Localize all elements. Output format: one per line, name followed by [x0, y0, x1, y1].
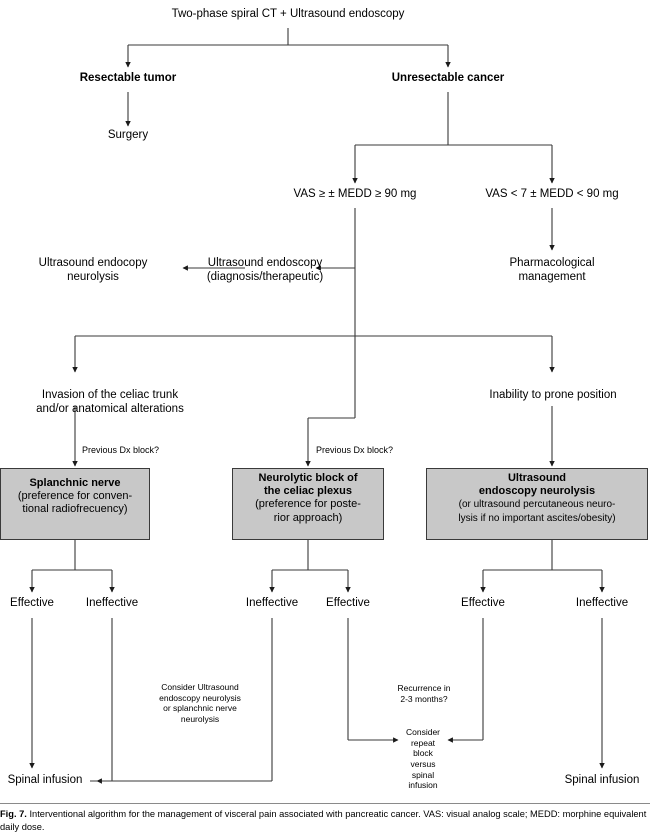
outcome-right-effective: Effective [461, 597, 505, 609]
node-inability-prone-position: Inability to prone position [489, 389, 617, 401]
box-ultrasound-endoscopy-neurolysis[interactable] [426, 468, 648, 540]
node-pharmacological-management: Pharmacological management [509, 257, 595, 283]
box-splanchnic-heading: Splanchnic nerve [29, 477, 121, 489]
node-vas-low: VAS < 7 ± MEDD < 90 mg [485, 188, 619, 200]
box-neurolytic-celiac-plexus-label: Neurolytic block of the celiac plexus (p… [232, 472, 384, 525]
node-vas-high: VAS ≥ ± MEDD ≥ 90 mg [293, 188, 417, 200]
node-spinal-infusion-left: Spinal infusion [7, 774, 83, 786]
figure-caption: Fig. 7. Interventional algorithm for the… [0, 808, 650, 835]
node-unresectable-cancer: Unresectable cancer [391, 72, 505, 84]
box-splanchnic-nerve[interactable] [0, 468, 150, 540]
node-spinal-infusion-right: Spinal infusion [564, 774, 640, 786]
node-ultrasound-endocopy-neurolysis: Ultrasound endocopy neurolysis [38, 257, 148, 283]
outcome-mid-ineffective: Ineffective [245, 597, 299, 609]
box-splanchnic-detail: (preference for conven- tional radiofrec… [17, 490, 133, 516]
box-neurolytic-detail: (preference for poste- rior approach) [255, 498, 361, 524]
box-neurolytic-celiac-plexus[interactable] [232, 468, 384, 540]
box-splanchnic-nerve-label: Splanchnic nerve (preference for conven-… [0, 477, 150, 517]
outcome-right-ineffective: Ineffective [575, 597, 629, 609]
flowchart-connectors [29, 28, 605, 784]
node-resectable-tumor: Resectable tumor [79, 72, 177, 84]
node-ultrasound-endoscopy-diagnosis: Ultrasound endoscopy (diagnosis/therapeu… [206, 257, 324, 283]
box-ultrasound-endoscopy-neurolysis-label: Ultrasound endoscopy neurolysis (or ultr… [426, 472, 648, 525]
node-surgery: Surgery [107, 129, 149, 141]
label-previous-dx-block-left: Previous Dx block? [82, 445, 160, 455]
outcome-left-effective: Effective [10, 597, 54, 609]
outcome-mid-effective: Effective [326, 597, 370, 609]
figure-caption-text: Interventional algorithm for the managem… [0, 809, 647, 833]
outcome-left-ineffective: Ineffective [85, 597, 139, 609]
note-consider-repeat-block: Consider repeat block versus spinal infu… [405, 727, 441, 791]
figure-number: Fig. 7. [0, 809, 27, 819]
node-root: Two-phase spiral CT + Ultrasound endosco… [171, 8, 405, 20]
note-consider-ultrasound-neurolysis: Consider Ultrasound endoscopy neurolysis… [159, 682, 241, 724]
caption-divider [0, 803, 650, 804]
note-recurrence: Recurrence in 2-3 months? [397, 683, 451, 704]
box-us-neurolysis-detail: (or ultrasound percutaneous neuro- lysis… [458, 499, 616, 524]
node-invasion-celiac-trunk: Invasion of the celiac trunk and/or anat… [36, 389, 184, 415]
box-neurolytic-heading: Neurolytic block of the celiac plexus [258, 472, 358, 498]
box-us-neurolysis-heading: Ultrasound endoscopy neurolysis [478, 472, 596, 498]
label-previous-dx-block-mid: Previous Dx block? [316, 445, 394, 455]
